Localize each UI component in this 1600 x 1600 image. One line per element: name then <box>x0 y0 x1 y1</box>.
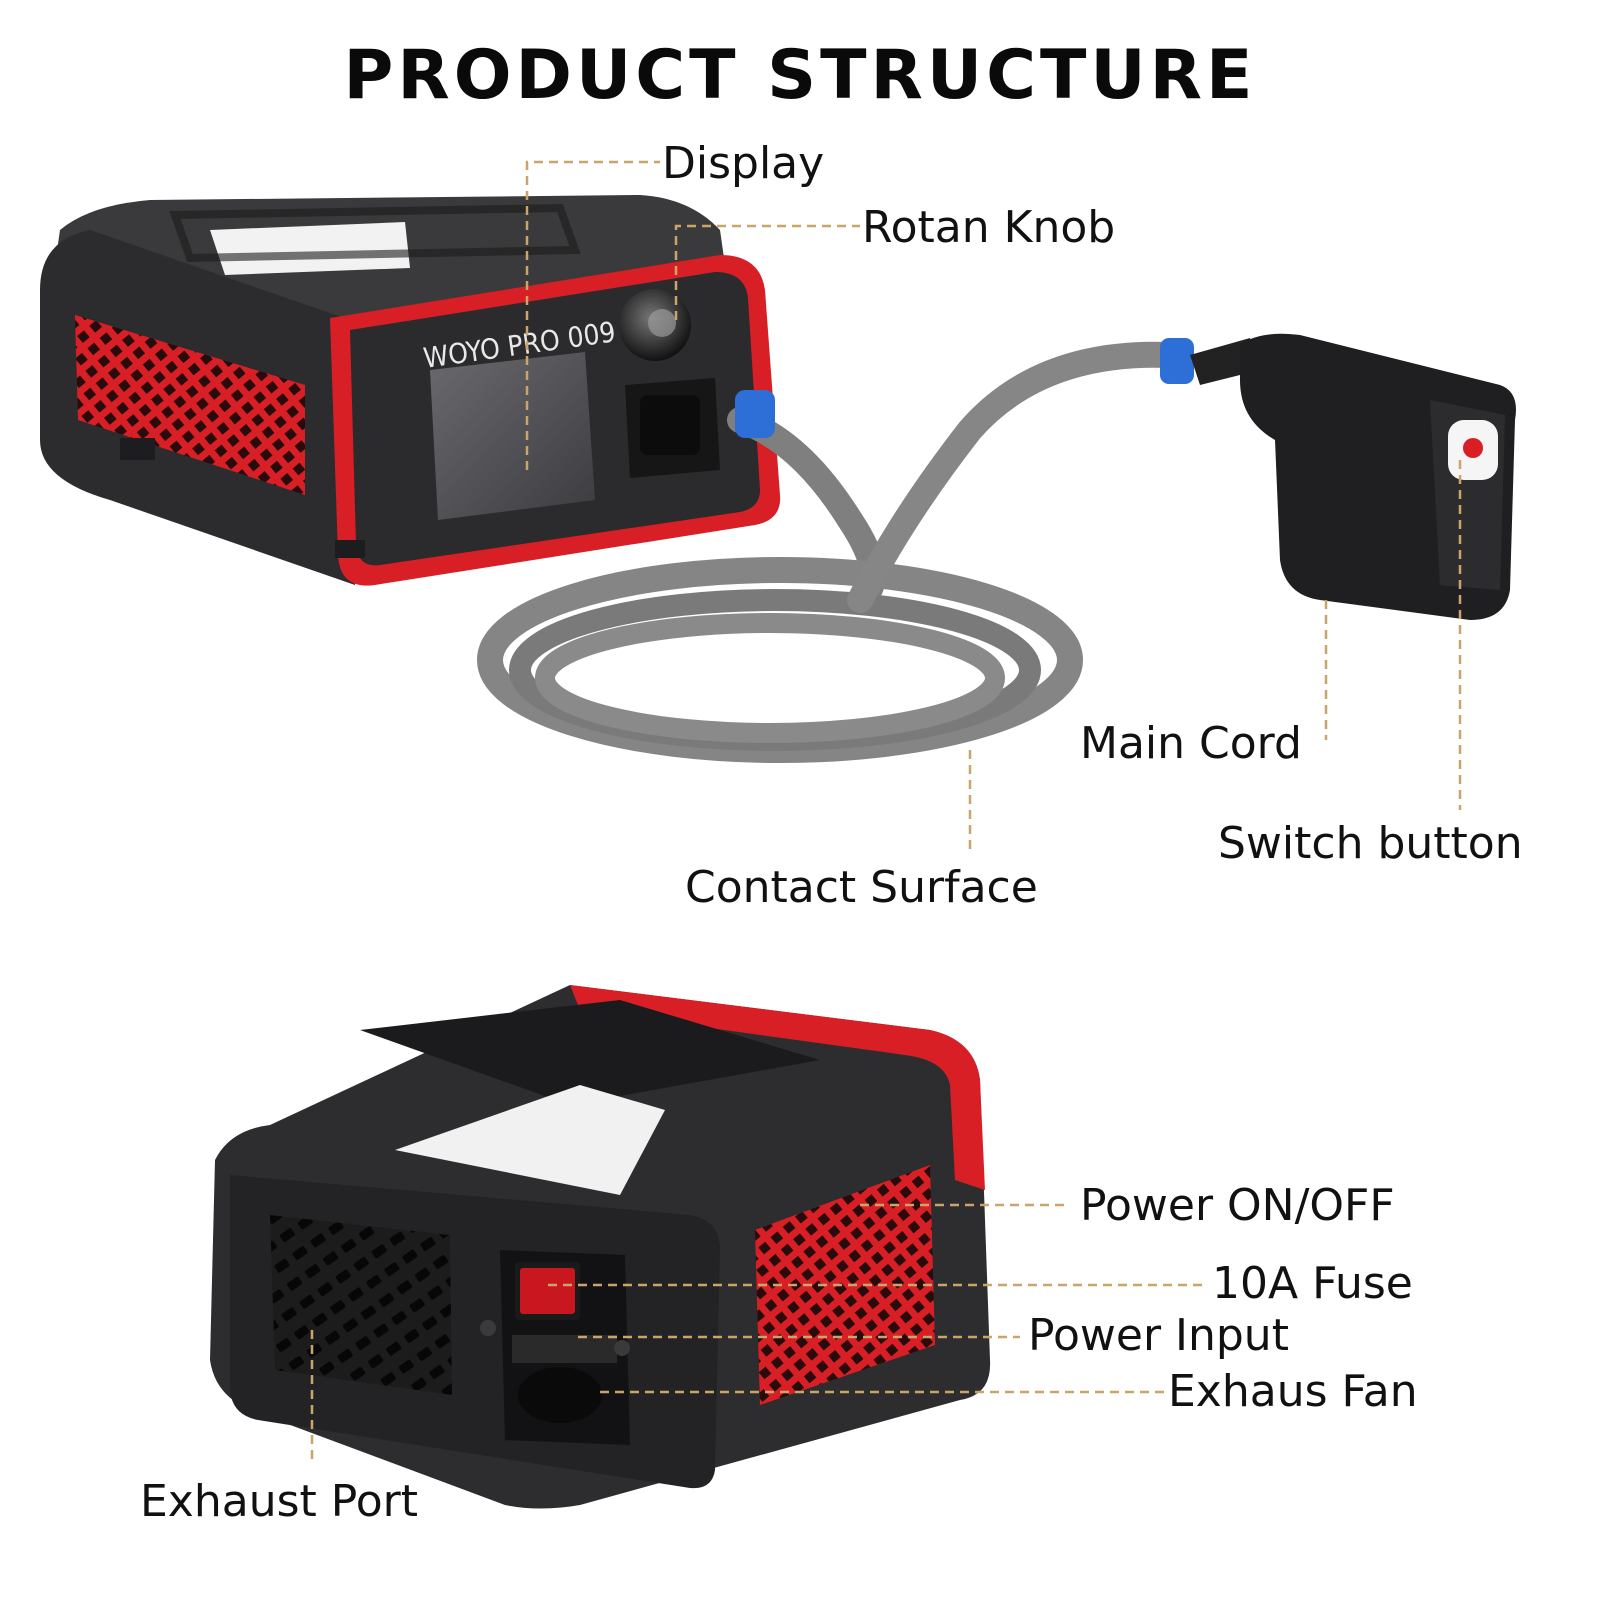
main-cord <box>477 338 1194 763</box>
exhaust-grille <box>270 1215 452 1395</box>
label-contact-surface: Contact Surface <box>685 862 1038 913</box>
label-display: Display <box>662 138 825 189</box>
label-exhaust-fan: Exhaus Fan <box>1168 1366 1418 1417</box>
rear-side-vent <box>755 1165 935 1405</box>
display-screen <box>430 352 595 520</box>
cord-connector-device <box>735 390 775 438</box>
label-fuse: 10A Fuse <box>1212 1258 1413 1309</box>
label-main-cord: Main Cord <box>1080 718 1302 769</box>
rear-red-rim <box>570 985 985 1190</box>
fuse-holder <box>512 1335 617 1363</box>
leader-lines <box>310 160 1462 1465</box>
label-exhaust-port: Exhaust Port <box>140 1476 418 1527</box>
power-input-socket <box>518 1367 602 1423</box>
rear-warning-sticker <box>395 1085 665 1195</box>
label-power-on-off: Power ON/OFF <box>1080 1180 1395 1231</box>
top-warning-sticker <box>210 222 410 275</box>
page-title: PRODUCT STRUCTURE <box>343 36 1257 115</box>
handpiece <box>1190 333 1516 620</box>
label-rotary-knob: Rotan Knob <box>862 202 1116 253</box>
label-power-input: Power Input <box>1028 1310 1289 1361</box>
cord-connector-handpiece <box>1160 338 1194 384</box>
bottom-device <box>210 985 991 1509</box>
side-vent <box>75 315 305 495</box>
power-switch <box>520 1268 575 1314</box>
label-switch-button: Switch button <box>1218 818 1523 869</box>
top-device: WOYO PRO 009 <box>40 195 781 586</box>
switch-button <box>1463 438 1483 458</box>
